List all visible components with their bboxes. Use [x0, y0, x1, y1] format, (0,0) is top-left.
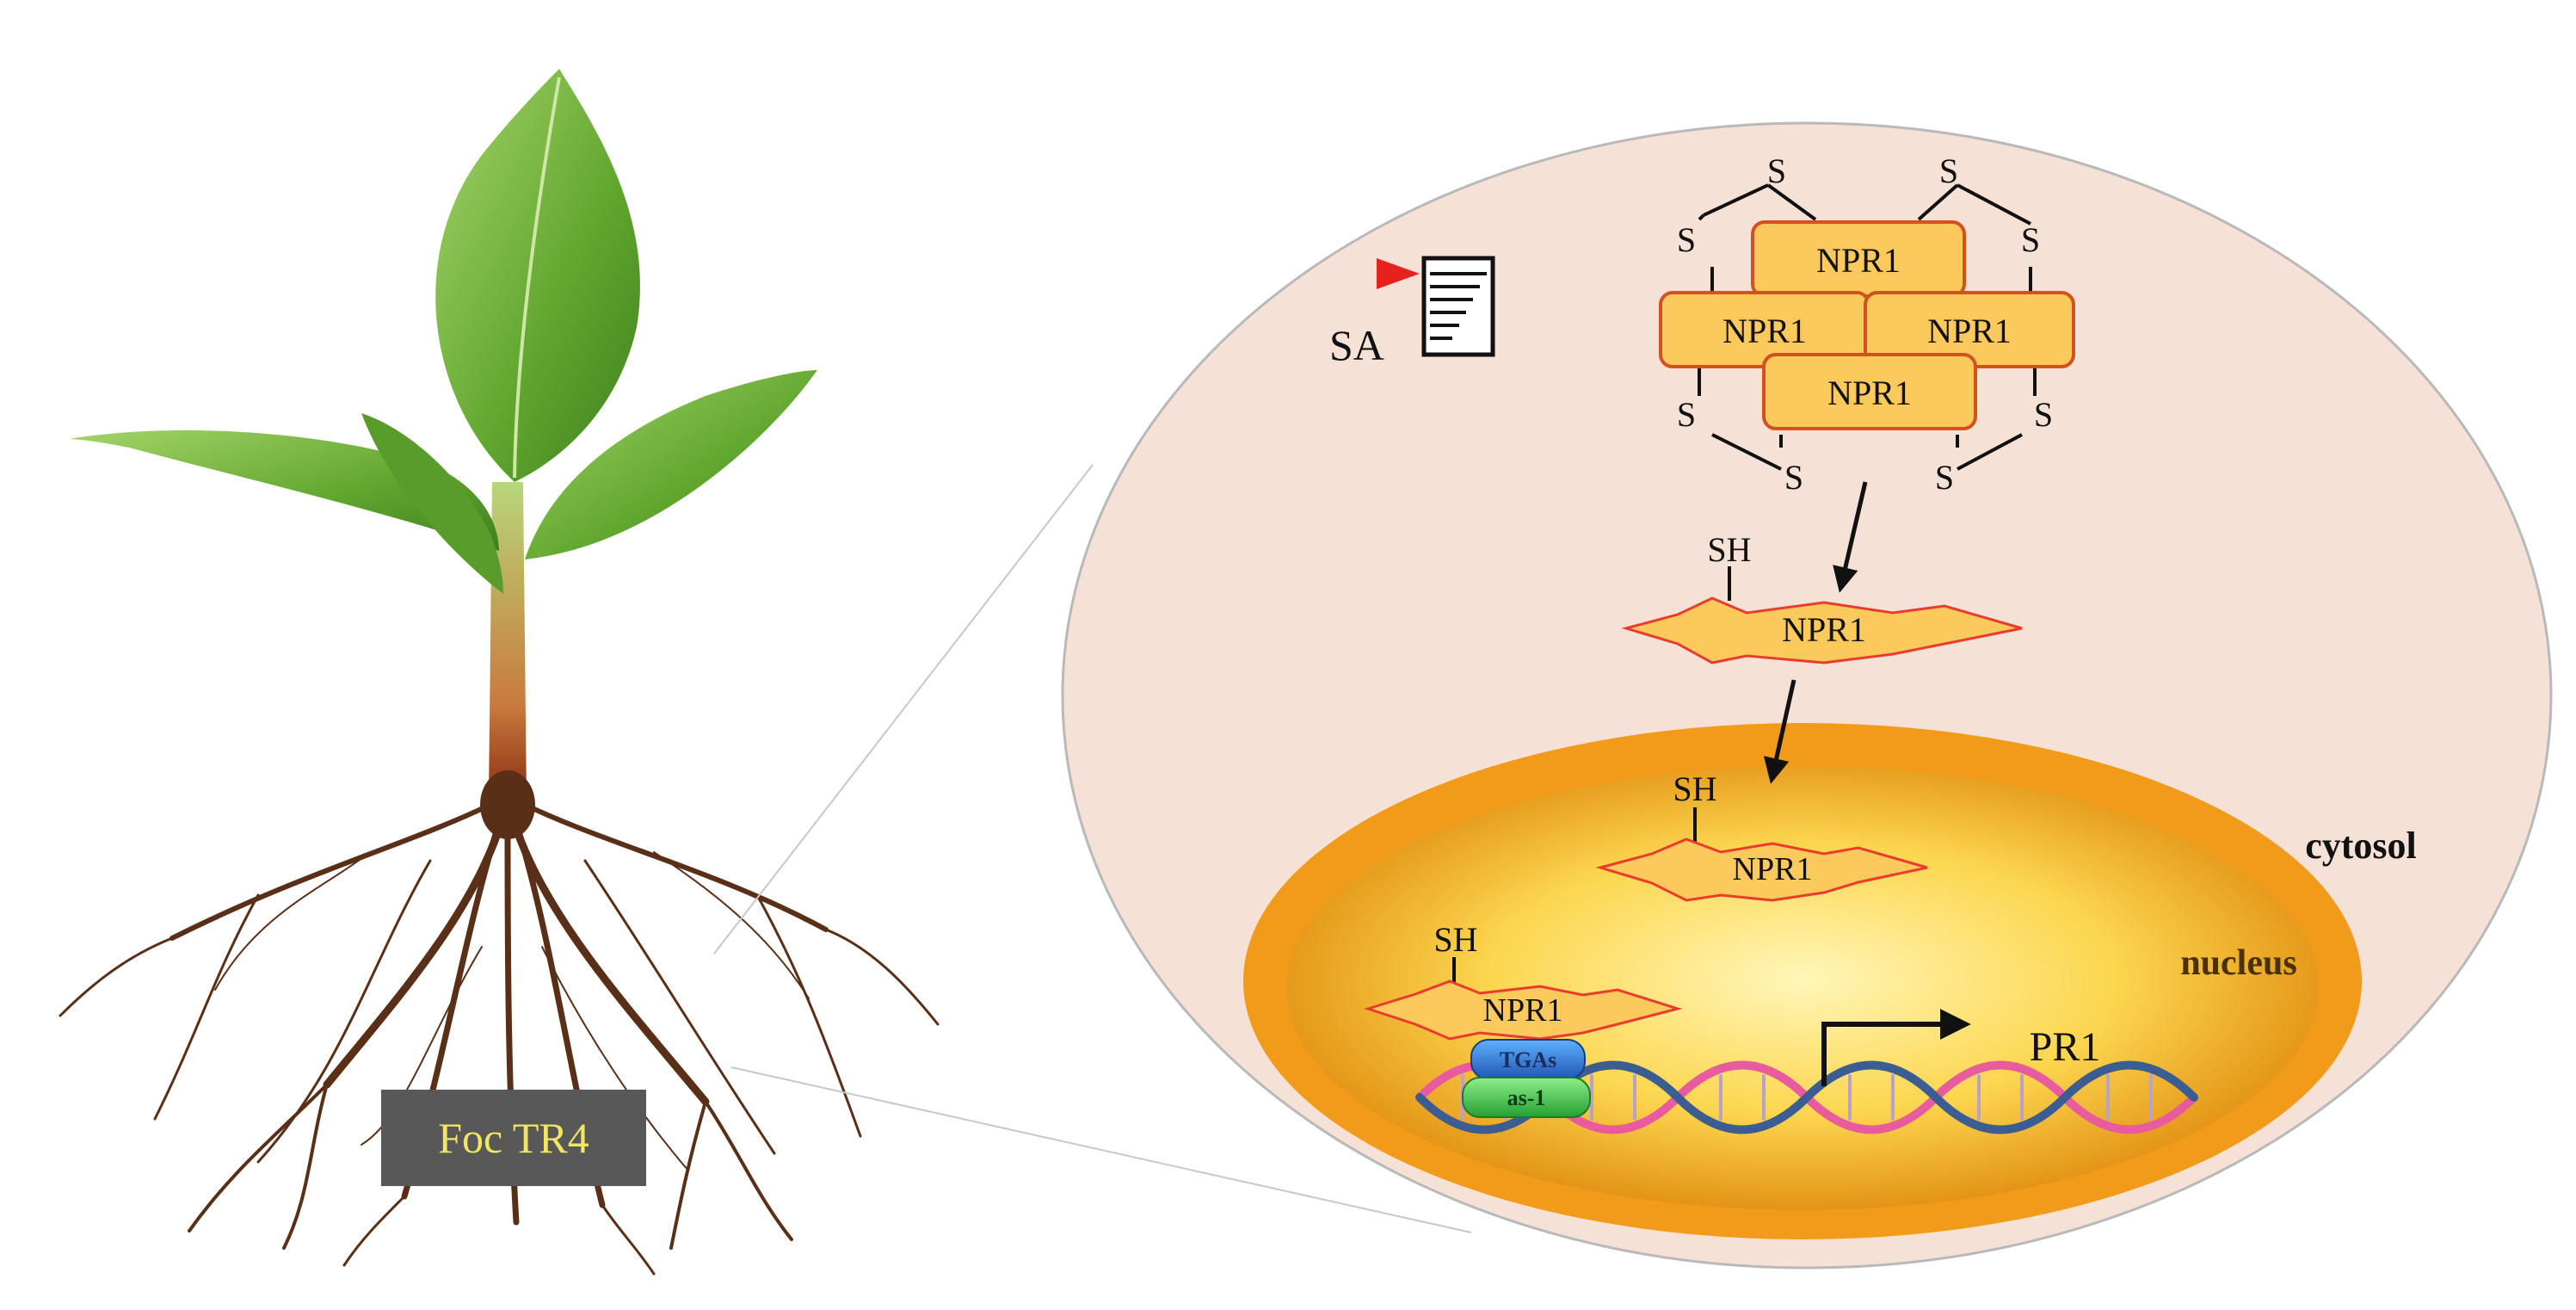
pathogen-label: Foc TR4 [438, 1114, 589, 1162]
npr1-bound-label: NPR1 [1483, 992, 1563, 1029]
leaf-right [525, 370, 817, 559]
arrow-monomerization [1833, 481, 1868, 593]
thiol-label: SH [1673, 769, 1716, 808]
npr1-subunit: NPR1 [1762, 353, 1977, 430]
sa-label: SA [1329, 321, 1384, 369]
sulfur-label: S [1935, 458, 1954, 497]
salicylic-acid-marker: SA [1329, 256, 1495, 369]
npr1-subunit: NPR1 [1751, 220, 1966, 298]
sulfur-label: S [2034, 395, 2053, 434]
pathogen-label-box: Foc TR4 [381, 1090, 646, 1186]
leaf-middle [361, 413, 503, 594]
nucleus-label: nucleus [2180, 943, 2296, 983]
npr1-nuclear-label: NPR1 [1733, 851, 1813, 887]
thiol-label: SH [1433, 920, 1477, 959]
npr1-subunit-label: NPR1 [1827, 374, 1912, 412]
sulfur-label: S [1939, 151, 1958, 190]
as1-element: as-1 [1462, 1077, 1591, 1118]
sulfur-label: S [2021, 220, 2040, 259]
banana-plant [59, 69, 940, 1276]
zoom-lines [713, 464, 1472, 1233]
sulfur-label: S [1677, 220, 1696, 259]
cytosol-label: cytosol [2305, 825, 2417, 867]
root-crown [480, 770, 535, 839]
npr1-monomer-cytosol: SH NPR1 [1621, 530, 2023, 664]
pr1-gene-label: PR1 [2030, 1024, 2101, 1070]
red-flag-icon [1377, 258, 1420, 289]
npr1-subunit-label: NPR1 [1927, 312, 2012, 350]
tgas-label: TGAs [1500, 1047, 1556, 1072]
npr1-monomer-label: NPR1 [1782, 610, 1866, 649]
leaf-midrib [513, 77, 561, 479]
transcription-arrow [1821, 1009, 1971, 1086]
arrow-nuclear-import [1763, 679, 1796, 784]
root-system [59, 796, 940, 1276]
npr1-subunit-label: NPR1 [1816, 241, 1901, 280]
as1-label: as-1 [1507, 1085, 1546, 1110]
leaf-top [435, 69, 640, 482]
disulfide-labels: S S S S S S S S [1677, 151, 2053, 497]
npr1-subunit-label: NPR1 [1722, 312, 1807, 350]
disulfide-bonds [1698, 183, 2037, 471]
npr1-oligomer: S S S S S S S S NPR1 NPR1 NPR1 NPR1 [1659, 151, 2075, 497]
npr1-monomer-nucleus: SH NPR1 [1595, 769, 1928, 902]
sulfur-label: S [1677, 395, 1696, 434]
thiol-label: SH [1707, 530, 1751, 569]
npr1-bound-complex: SH NPR1 [1364, 920, 1683, 1041]
tga-factors: TGAs [1470, 1039, 1586, 1080]
sulfur-label: S [1784, 458, 1803, 497]
sulfur-label: S [1767, 151, 1786, 190]
